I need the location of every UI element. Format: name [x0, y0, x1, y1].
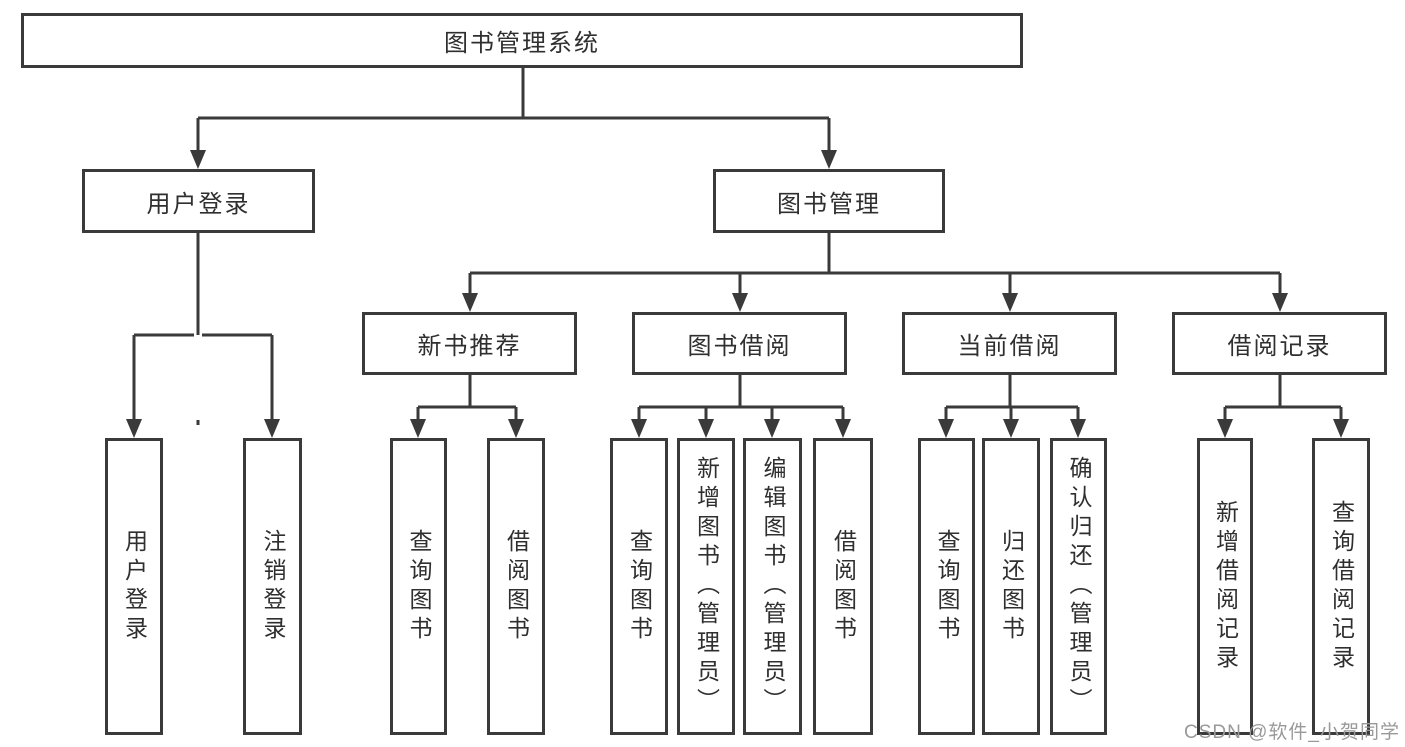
leaf-br-add-record: 新增借阅记录 [1197, 438, 1253, 735]
leaf-br-query-record-label: 查询借阅记录 [1328, 499, 1355, 674]
leaf-nbr-borrow-books: 借阅图书 [487, 438, 545, 735]
leaf-br-query-record: 查询借阅记录 [1312, 438, 1370, 735]
node-current-borrowing: 当前借阅 [902, 312, 1117, 375]
node-current-borrowing-label: 当前借阅 [957, 333, 1062, 360]
leaf-bb-edit-book-admin-label: 编辑图书（管理员） [760, 456, 786, 717]
leaf-bb-borrow-books-label: 借阅图书 [830, 528, 857, 645]
leaf-bb-query-books-label: 查询图书 [626, 528, 653, 645]
node-borrowing-records-label: 借阅记录 [1227, 333, 1332, 360]
leaf-nbr-query-books-label: 查询图书 [406, 528, 432, 645]
leaf-bb-add-book-admin: 新增图书（管理员） [677, 438, 735, 735]
leaf-user-login-label: 用户登录 [121, 528, 148, 645]
leaf-br-add-record-label: 新增借阅记录 [1212, 499, 1239, 674]
leaf-nbr-query-books: 查询图书 [390, 438, 447, 735]
leaf-cb-return-books-label: 归还图书 [998, 528, 1025, 645]
node-borrowing-records: 借阅记录 [1172, 312, 1387, 375]
csdn-watermark: CSDN @软件_小贺同学 [1184, 722, 1400, 743]
leaf-cb-query-books-label: 查询图书 [934, 528, 960, 645]
node-user-login-label: 用户登录 [146, 190, 251, 218]
leaf-logout-label: 注销登录 [260, 528, 286, 645]
leaf-user-login: 用户登录 [105, 438, 163, 735]
leaf-nbr-borrow-books-label: 借阅图书 [503, 528, 530, 645]
leaf-cb-query-books: 查询图书 [918, 438, 975, 735]
leaf-cb-return-books: 归还图书 [982, 438, 1040, 735]
node-book-management-label: 图书管理 [777, 190, 881, 218]
leaf-cb-confirm-return-admin-label: 确认归还（管理员） [1066, 456, 1092, 717]
leaf-bb-borrow-books: 借阅图书 [813, 438, 873, 735]
leaf-cb-confirm-return-admin: 确认归还（管理员） [1050, 438, 1107, 735]
node-book-borrowing: 图书借阅 [632, 312, 847, 375]
node-root: 图书管理系统 [21, 13, 1023, 68]
leaf-bb-add-book-admin-label: 新增图书（管理员） [693, 456, 720, 717]
leaf-bb-query-books: 查询图书 [610, 438, 668, 735]
node-book-management: 图书管理 [713, 169, 945, 233]
node-new-book-recommend: 新书推荐 [362, 312, 577, 375]
node-user-login: 用户登录 [82, 169, 315, 233]
arrowheads [126, 150, 1349, 438]
leaf-bb-edit-book-admin: 编辑图书（管理员） [743, 438, 802, 735]
node-root-label: 图书管理系统 [444, 30, 600, 57]
leaf-logout: 注销登录 [243, 438, 302, 735]
node-book-borrowing-label: 图书借阅 [687, 333, 792, 360]
node-new-book-recommend-label: 新书推荐 [417, 333, 522, 360]
